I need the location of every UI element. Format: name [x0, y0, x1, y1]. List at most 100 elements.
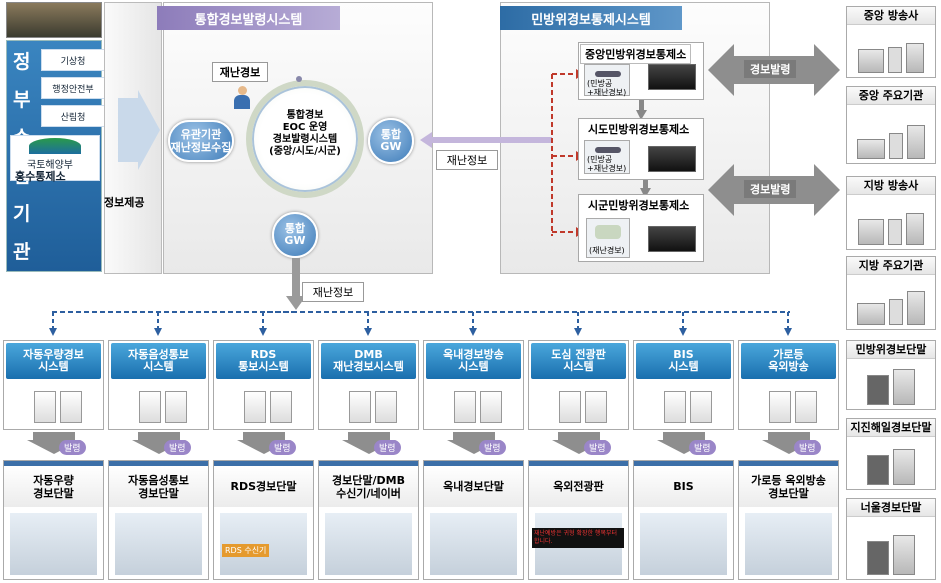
terminal-box: 경보단말/DMB 수신기/네이버 [318, 460, 419, 580]
building-icon [858, 49, 884, 73]
down-arrow-icon [636, 100, 647, 120]
server-icon [559, 391, 581, 423]
right-box-title: 지진해일경보단말 [847, 419, 935, 437]
terminal-photo [325, 513, 412, 575]
control-room-photo [6, 2, 102, 38]
issue-balloon: 발령 [164, 440, 191, 455]
rds-receiver-tag: RDS 수신기 [222, 544, 270, 557]
drop-arrowhead [259, 328, 267, 336]
server-icon [34, 391, 56, 423]
server-icon [375, 391, 397, 423]
system-box: RDS 통보시스템 [213, 340, 314, 430]
terminal-box: BIS [633, 460, 734, 580]
down-shadow-arrow-icon [447, 432, 501, 458]
server-icon [585, 391, 607, 423]
down-shadow-arrow-icon [762, 432, 816, 458]
siren-icon [867, 375, 889, 405]
drop-arrowhead [679, 328, 687, 336]
system-box: DMB 재난경보시스템 [318, 340, 419, 430]
system-box: 옥내경보방송 시스템 [423, 340, 524, 430]
gw-label: 통합 GW [380, 128, 402, 153]
terminal-title: 옥내경보단말 [424, 461, 523, 507]
moltm-logo: 국토해양부 홍수통제소 [10, 135, 100, 183]
central-center-title: 중앙민방위경보통제소 [580, 44, 692, 64]
info-arrow-icon [118, 90, 160, 170]
terminal-photo [10, 513, 97, 575]
disaster-alert-label: 재난경보 [212, 62, 268, 82]
kma-logo: 기상청 [41, 49, 105, 71]
building-icon [857, 139, 885, 159]
related-org-node: 유관기관 재난정보수집 [168, 120, 234, 162]
led-board: 재난예방은 귀형 확장한 행복부터 합니다. [532, 528, 624, 548]
integrated-system-title: 통합경보발령시스템 [157, 6, 340, 30]
system-title: 도심 전광판 시스템 [531, 343, 626, 379]
logo-label: 행정안전부 [52, 84, 94, 95]
building-icon [858, 219, 884, 245]
system-box: 자동우량경보 시스템 [3, 340, 104, 430]
gw-bottom-node: 통합 GW [272, 212, 318, 258]
terminal-title: 경보단말/DMB 수신기/네이버 [319, 461, 418, 507]
center-sub: (민방공 +재난경보) [587, 79, 627, 97]
eoc-text: 통합경보 EOC 운영 경보발령시스템 (중앙/시도/시군) [269, 110, 341, 157]
system-title: RDS 통보시스템 [216, 343, 311, 379]
map-icon: (재난경보) [586, 218, 630, 258]
related-org-label: 유관기관 재난정보수집 [170, 128, 232, 154]
gw-right-node: 통합 GW [368, 118, 414, 164]
server-icon [349, 391, 371, 423]
server-icon [270, 391, 292, 423]
city-center-title: 시군민방위경보통제소 [588, 199, 690, 212]
console-icon [648, 226, 696, 252]
terminal-box: 자동음성통보 경보단말 [108, 460, 209, 580]
right-box-title: 중앙 주요기관 [847, 87, 935, 105]
central-broadcaster-box: 중앙 방송사 [846, 6, 936, 78]
terminal-box: 옥외전광판 [528, 460, 629, 580]
disaster-info-left-label: 재난정보 [436, 150, 498, 170]
server-icon [795, 391, 817, 423]
server-icon [139, 391, 161, 423]
down-shadow-arrow-icon [657, 432, 711, 458]
right-box-title: 중앙 방송사 [847, 7, 935, 25]
issue-balloon: 발령 [794, 440, 821, 455]
alert-label-2: 경보발령 [744, 180, 797, 198]
system-title: 가로등 옥외방송 [741, 343, 836, 379]
terminal-photo [640, 513, 727, 575]
server-icon [60, 391, 82, 423]
terminal-title: 가로등 옥외방송 경보단말 [739, 461, 838, 507]
terminal-title: 자동우량 경보단말 [4, 461, 103, 507]
gov-char: 정 [13, 51, 31, 73]
cabinet-icon [906, 43, 924, 73]
console-icon [648, 146, 696, 172]
siren-icon [867, 455, 889, 485]
issue-balloon: 발령 [479, 440, 506, 455]
server-icon [769, 391, 791, 423]
terminal-title: 자동음성통보 경보단말 [109, 461, 208, 507]
terminal-box: 옥내경보단말 [423, 460, 524, 580]
ring-dot [296, 76, 302, 82]
server-icon [690, 391, 712, 423]
moltm-icon [29, 138, 81, 154]
system-box: 가로등 옥외방송 [738, 340, 839, 430]
terminal-photo [430, 513, 517, 575]
tsunami-terminal-box: 지진해일경보단말 [846, 418, 936, 490]
server-icon [664, 391, 686, 423]
logo-label: 산림청 [60, 112, 86, 123]
console-icon [648, 64, 696, 90]
moltm-label: 국토해양부 [27, 160, 73, 171]
operator-icon [234, 86, 250, 110]
server-icon [454, 391, 476, 423]
cabinet-icon [906, 213, 924, 245]
terminal-box: RDS경보단말 [213, 460, 314, 580]
system-title: BIS 시스템 [636, 343, 731, 379]
distribution-line [49, 311, 792, 336]
gw-label: 통합 GW [284, 222, 306, 247]
terminal-photo [115, 513, 202, 575]
gov-char: 관 [13, 241, 31, 263]
server-icon [244, 391, 266, 423]
center-sub: (민방공 +재난경보) [587, 155, 627, 173]
server-icon [480, 391, 502, 423]
alert-label-1: 경보발령 [744, 60, 797, 78]
central-agency-box: 중앙 주요기관 [846, 86, 936, 164]
drop-arrowhead [154, 328, 162, 336]
cabinet-icon [907, 291, 925, 325]
terminal-title: RDS경보단말 [214, 461, 313, 507]
